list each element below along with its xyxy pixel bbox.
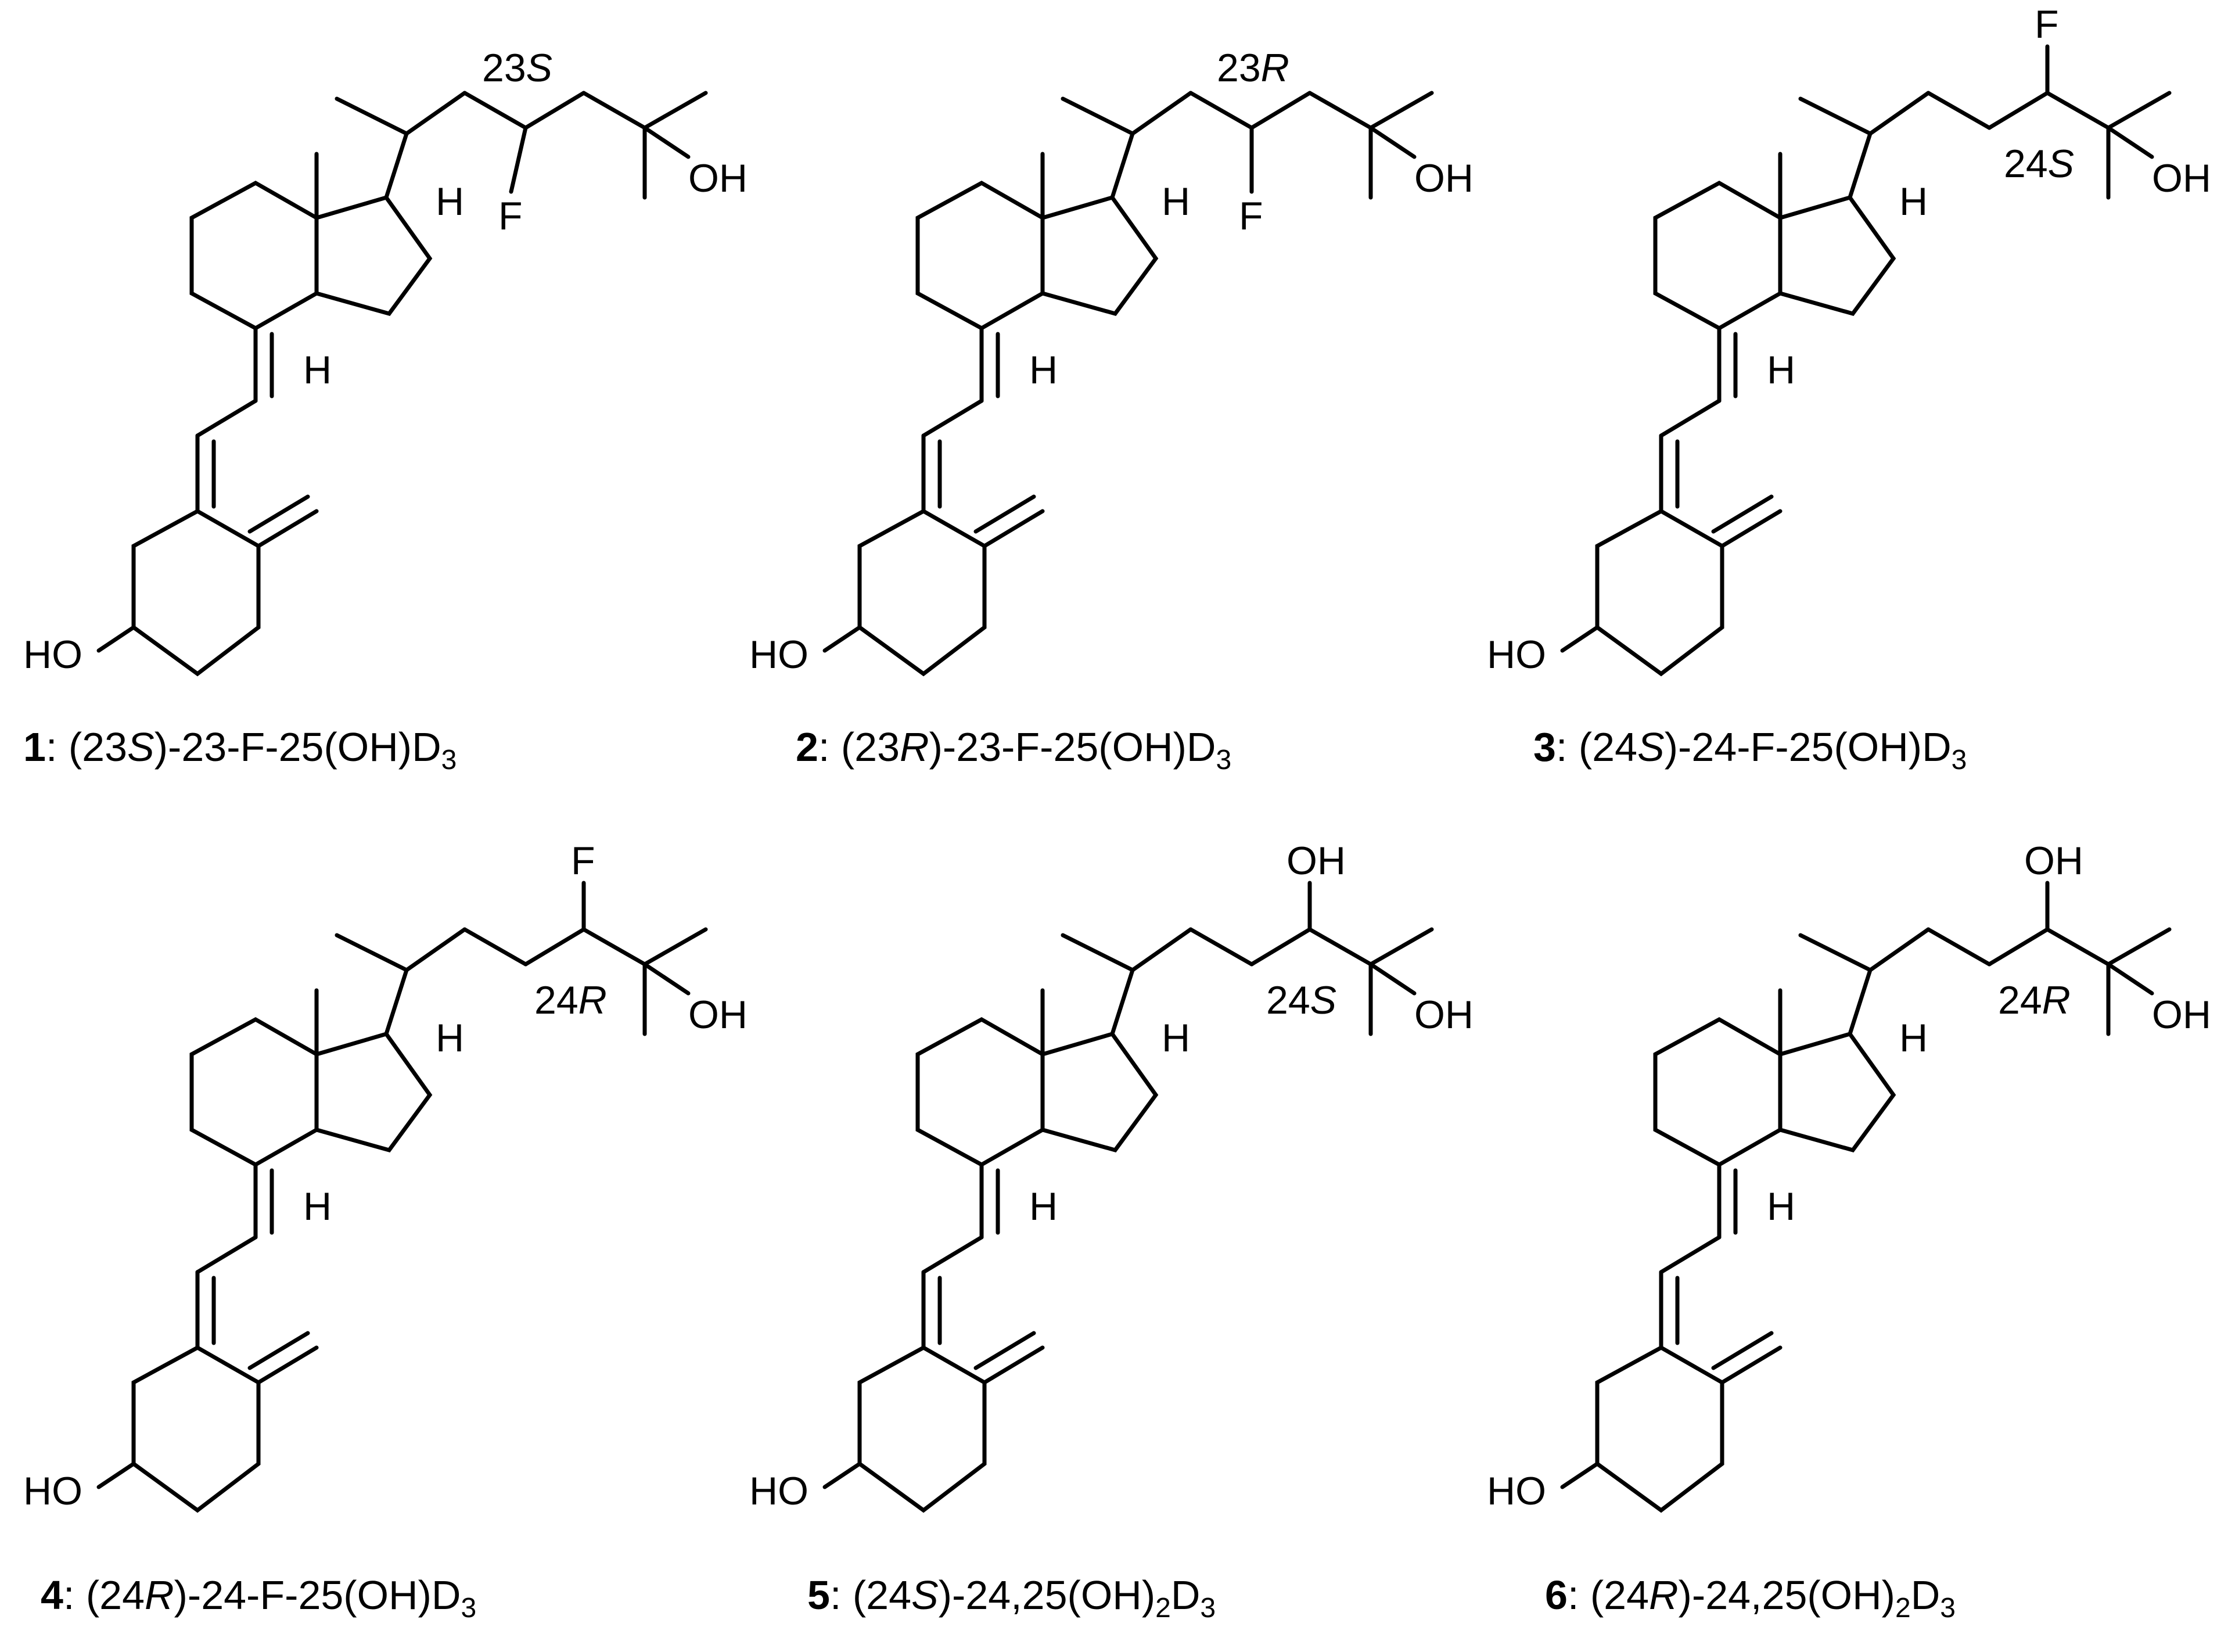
hydroxyl-label: HO — [749, 1469, 808, 1513]
hydroxyl-label: OH — [1414, 156, 1474, 200]
compound-caption: 5: (24S)-24,25(OH)2D3 — [807, 1572, 1216, 1624]
hydroxyl-label: HO — [23, 633, 82, 677]
compound-3: F 24S OH HO H H 3: (24S)-24-F-25(OH)D3 — [1487, 2, 2211, 775]
compound-caption: 6: (24R)-24,25(OH)2D3 — [1545, 1572, 1956, 1624]
hydroxyl-label: OH — [2152, 156, 2211, 200]
hydroxyl-label: OH — [688, 993, 748, 1037]
vitamin-d-skeleton — [825, 93, 1432, 674]
hydroxyl-label: HO — [23, 1469, 82, 1513]
hydrogen-label: H — [436, 179, 464, 224]
hydrogen-label: H — [1029, 348, 1058, 392]
hydroxyl-label: OH — [2152, 993, 2211, 1037]
compound-caption: 3: (24S)-24-F-25(OH)D3 — [1533, 724, 1967, 775]
vitamin-d-skeleton — [825, 929, 1432, 1510]
substituent-label: F — [2035, 2, 2059, 46]
substituent-label: F — [571, 839, 595, 883]
stereo-label: 24R — [1998, 978, 2071, 1022]
substituent-label: OH — [2024, 839, 2083, 883]
compound-caption: 4: (24R)-24-F-25(OH)D3 — [41, 1572, 476, 1624]
hydrogen-label: H — [436, 1016, 464, 1060]
stereo-label: 24S — [1266, 978, 1336, 1022]
vitamin-d-skeleton — [1562, 93, 2169, 674]
compound-caption: 1: (23S)-23-F-25(OH)D3 — [23, 724, 457, 775]
compound-caption: 2: (23R)-23-F-25(OH)D3 — [796, 724, 1231, 775]
hydrogen-label: H — [1767, 348, 1795, 392]
substituent-label: OH — [1287, 839, 1346, 883]
stereo-label: 23R — [1217, 46, 1289, 90]
hydroxyl-label: OH — [688, 156, 748, 200]
hydrogen-label: H — [1767, 1184, 1795, 1229]
compound-6: OH 24R OH HO H H 6: (24R)-24,25(OH)2D3 — [1487, 839, 2211, 1624]
substituent-label: F — [1239, 194, 1263, 238]
compound-1: F 23S OH HO H H 1: (23S)-23-F-25(OH)D3 — [23, 46, 748, 775]
hydrogen-label: H — [1162, 1016, 1190, 1060]
compound-5: OH 24S OH HO H H 5: (24S)-24,25(OH)2D3 — [749, 839, 1474, 1624]
hydrogen-label: H — [303, 1184, 332, 1229]
hydroxyl-label: HO — [1487, 1469, 1546, 1513]
hydrogen-label: H — [1899, 179, 1928, 224]
vitamin-d-skeleton — [1562, 929, 2169, 1510]
hydrogen-label: H — [1162, 179, 1190, 224]
substituent-label: F — [498, 194, 523, 238]
hydrogen-label: H — [1029, 1184, 1058, 1229]
compound-2: F 23R OH HO H H 2: (23R)-23-F-25(OH)D3 — [749, 46, 1474, 775]
stereo-label: 23S — [482, 46, 552, 90]
vitamin-d-skeleton — [99, 93, 706, 674]
vitamin-d-skeleton — [99, 929, 706, 1510]
hydrogen-label: H — [303, 348, 332, 392]
hydrogen-label: H — [1899, 1016, 1928, 1060]
hydroxyl-label: HO — [749, 633, 808, 677]
stereo-label: 24R — [534, 978, 607, 1022]
substituent-bond — [509, 125, 528, 194]
compound-4: F 24R OH HO H H 4: (24R)-24-F-25(OH)D3 — [23, 839, 748, 1624]
hydroxyl-label: OH — [1414, 993, 1474, 1037]
stereo-label: 24S — [2004, 142, 2074, 186]
hydroxyl-label: HO — [1487, 633, 1546, 677]
